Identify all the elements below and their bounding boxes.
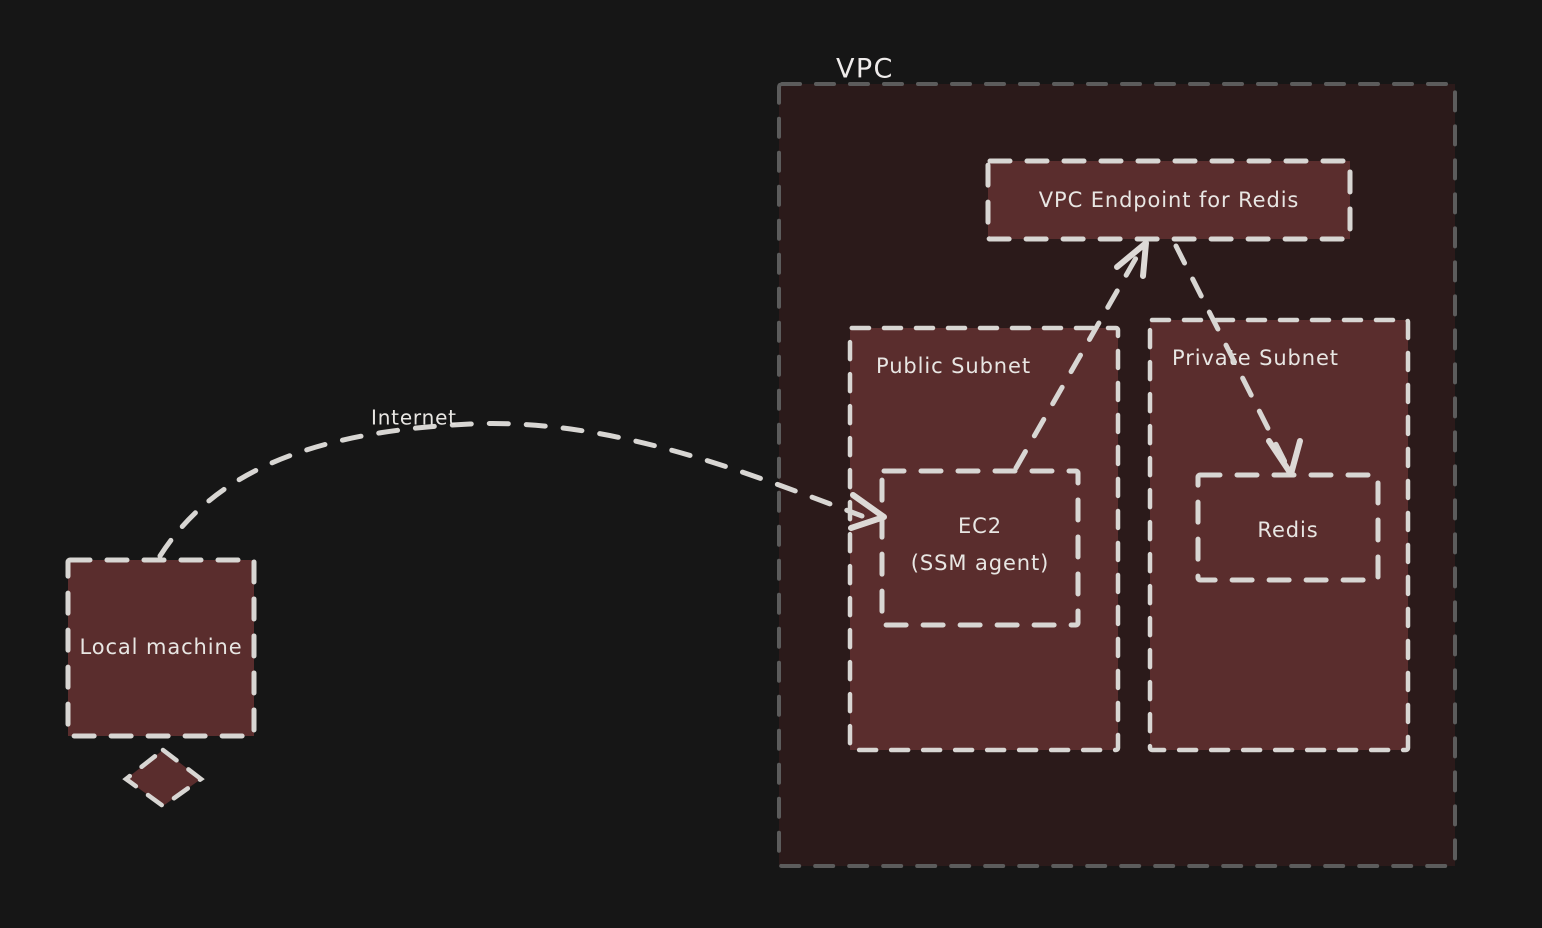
ec2-label-line2: (SSM agent) (911, 551, 1049, 575)
local-diamond-node[interactable] (122, 747, 205, 809)
public-subnet-border (847, 325, 1121, 753)
local-diamond-background (126, 750, 201, 806)
local-machine-border (65, 557, 257, 739)
edge-endpoint-to-redis-path (1173, 243, 1291, 471)
ec2-label-line1: EC2 (958, 514, 1002, 538)
redis-border (1195, 472, 1381, 583)
edge-endpoint-to-redis[interactable] (1173, 243, 1303, 477)
vpc-endpoint-label: VPC Endpoint for Redis (1039, 188, 1300, 212)
vpc-endpoint-node[interactable]: VPC Endpoint for Redis (985, 158, 1353, 242)
redis-node[interactable]: Redis (1195, 472, 1381, 583)
vpc-label: VPC (836, 54, 894, 85)
local-machine-node[interactable]: Local machine (65, 557, 257, 739)
edge-ec2-to-endpoint-arrowhead (1114, 240, 1149, 279)
vpc-endpoint-background (988, 161, 1350, 239)
local-machine-background (68, 560, 254, 736)
edge-internet-path (157, 421, 865, 559)
edge-internet-arrowhead (848, 492, 887, 531)
ec2-node[interactable]: EC2 (SSM agent) (879, 468, 1081, 628)
edge-endpoint-to-redis-arrowhead (1266, 438, 1303, 477)
local-diamond-border (122, 747, 205, 809)
local-machine-label: Local machine (79, 635, 242, 659)
redis-label: Redis (1257, 518, 1318, 542)
edge-internet-label: Internet (371, 406, 457, 430)
vpc-border (777, 82, 1457, 868)
ec2-background (882, 471, 1078, 625)
private-subnet-border (1147, 317, 1411, 753)
public-subnet-label: Public Subnet (876, 354, 1031, 378)
private-subnet-label: Private Subnet (1172, 346, 1339, 370)
ec2-border (879, 468, 1081, 628)
redis-background (1198, 475, 1378, 580)
edge-ec2-to-endpoint[interactable] (1013, 240, 1149, 471)
vpc-endpoint-border (985, 158, 1353, 242)
edge-ec2-to-endpoint-path (1013, 255, 1139, 471)
edge-internet[interactable]: Internet (157, 406, 887, 559)
